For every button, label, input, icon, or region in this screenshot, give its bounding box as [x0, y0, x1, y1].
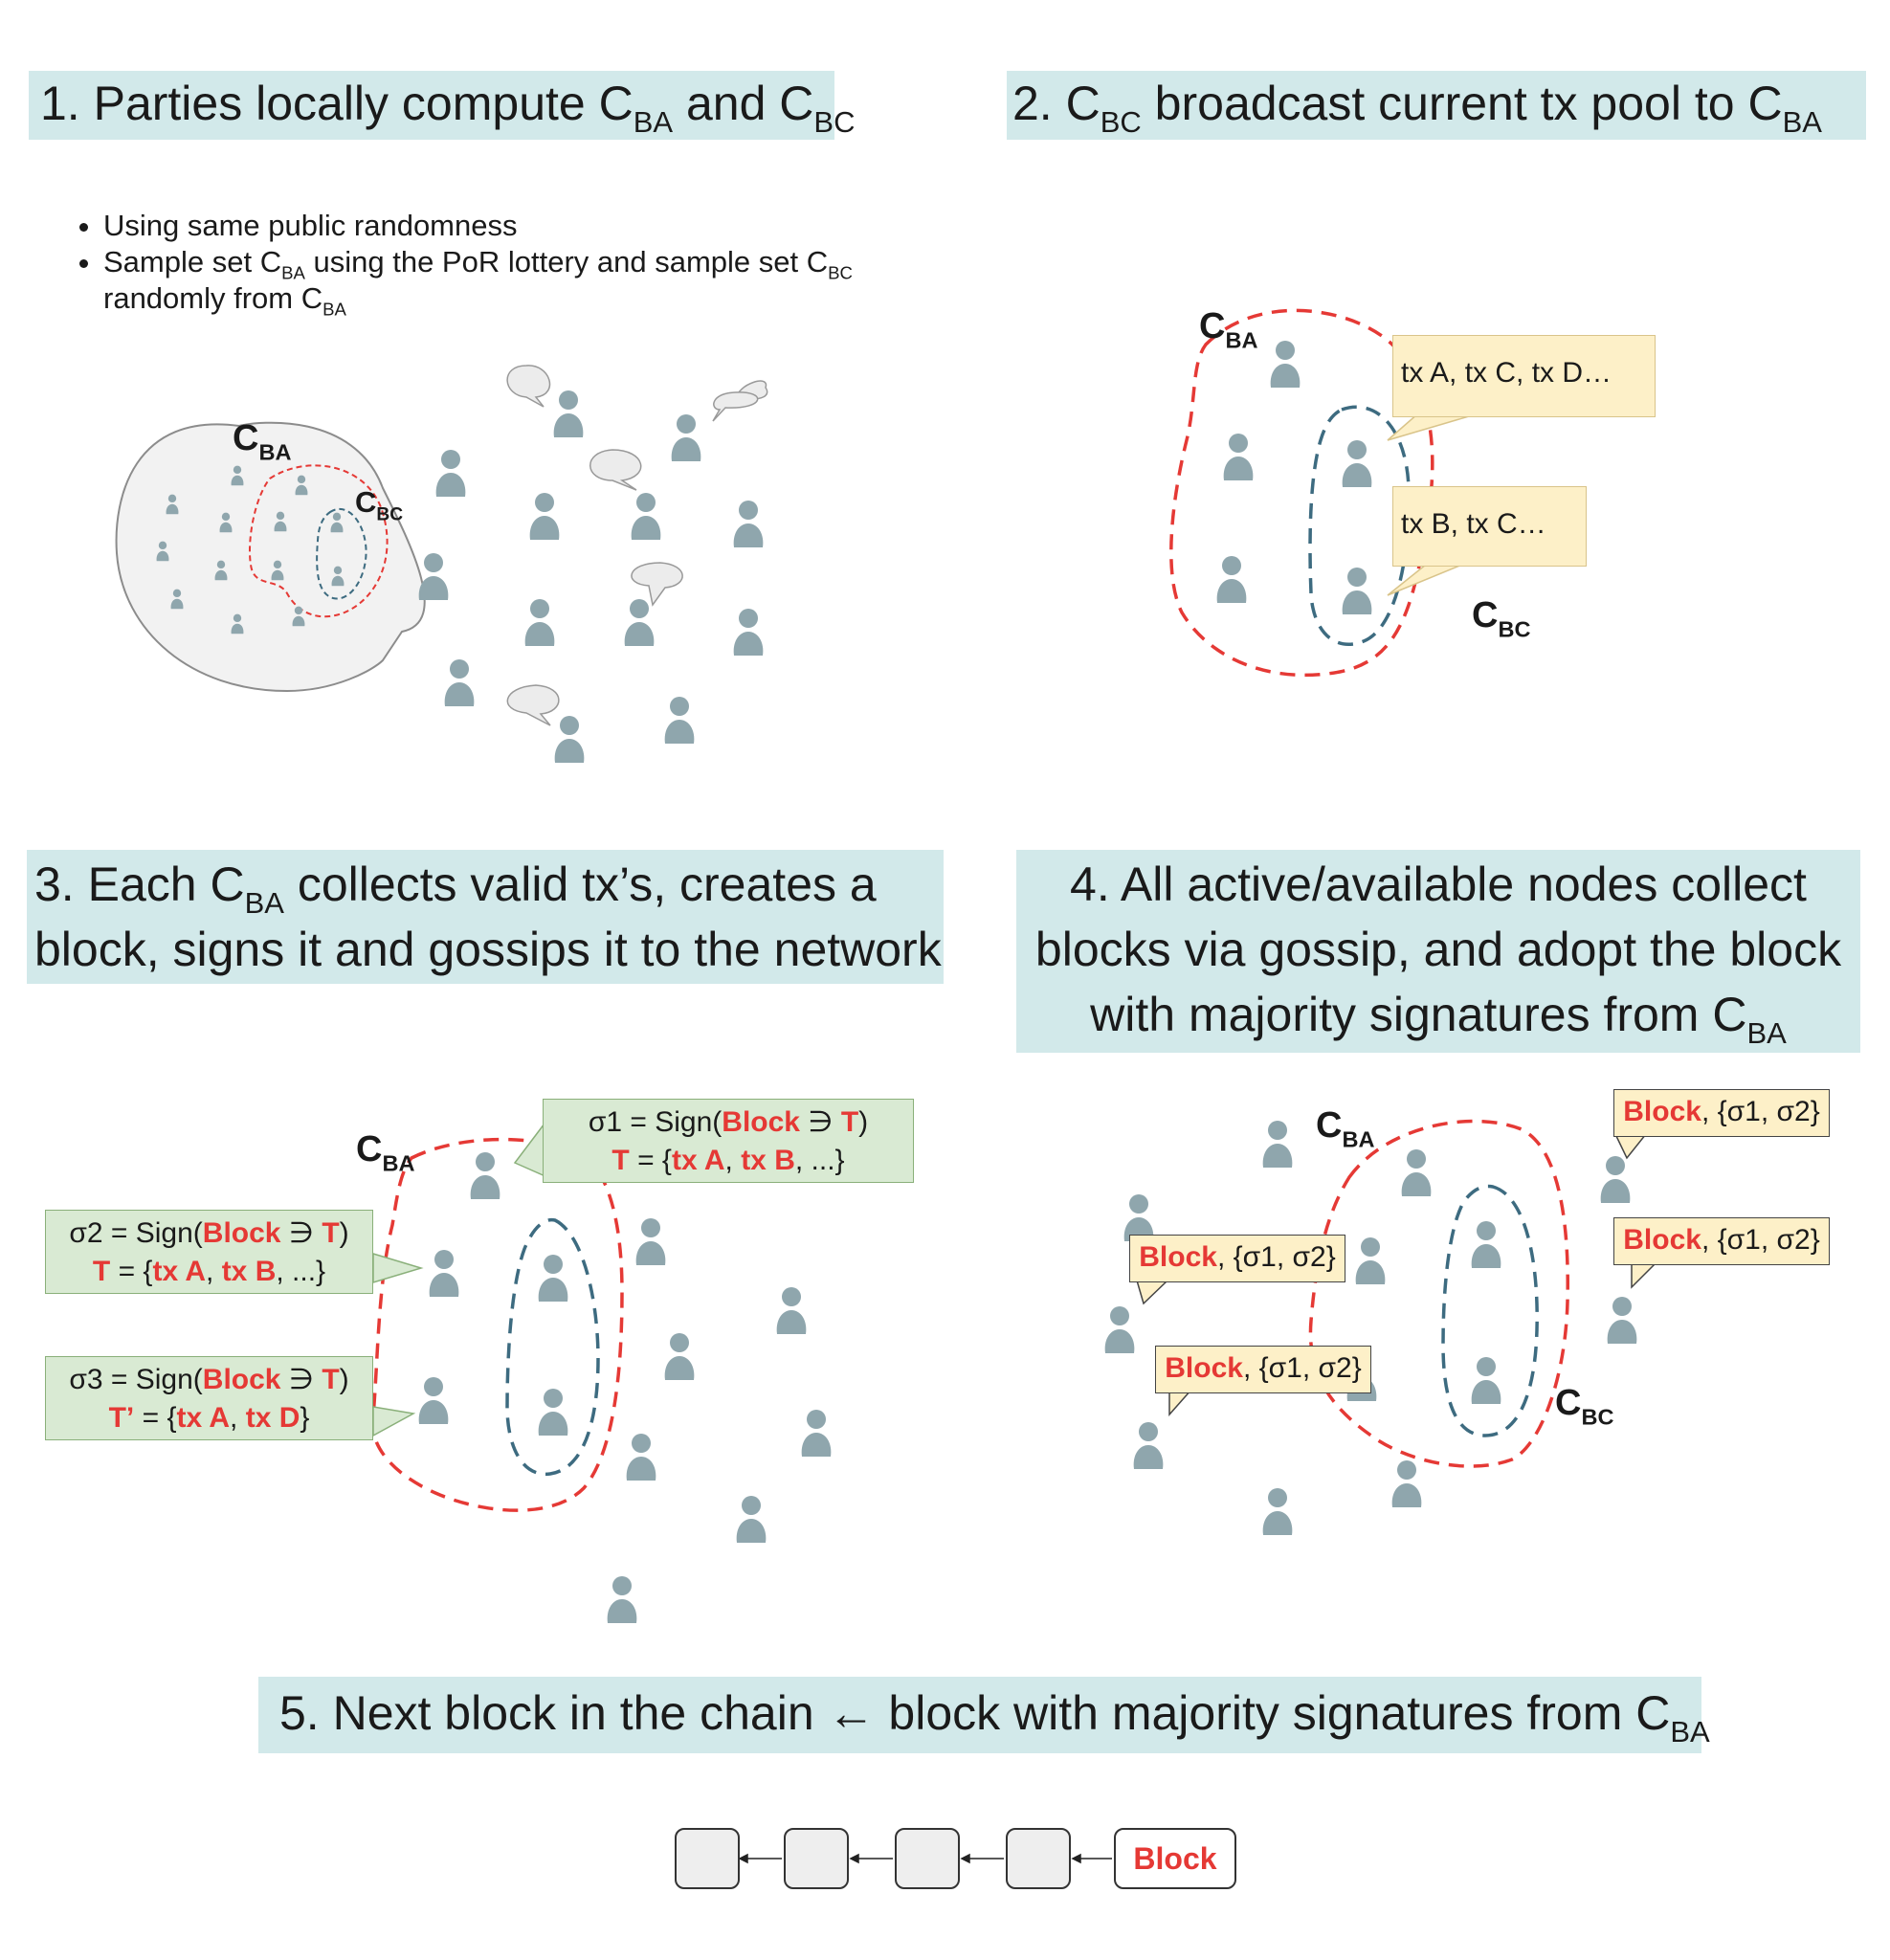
chain-block-2 [784, 1828, 849, 1889]
label-c-bc-p4: CBC [1555, 1383, 1614, 1430]
bc-loop-small [316, 507, 367, 600]
ba-loop-panel4 [1308, 1119, 1569, 1468]
local-compute-bubble [115, 421, 426, 693]
signature-callout-3: σ3 = Sign(Block ∋ T) T’ = {tx A, tx D} [45, 1356, 373, 1440]
p4-tail-2 [1136, 1280, 1169, 1305]
label-c-ba-p2: CBA [1199, 306, 1258, 353]
signature-callout-2: σ2 = Sign(Block ∋ T) T = {tx A, tx B, ..… [45, 1210, 373, 1294]
bullet-public-randomness: Using same public randomness [103, 208, 965, 244]
label-c-ba-p4: CBA [1316, 1105, 1375, 1152]
block-callout-1: Block, {σ1, σ2} [1613, 1089, 1830, 1137]
step-1-header: 1. Parties locally compute CBA and CBC [29, 71, 855, 140]
panel1-people [418, 390, 764, 763]
signature-callout-1: σ1 = Sign(Block ∋ T) T = {tx A, tx B, ..… [543, 1099, 914, 1183]
step-2-header: 2. CBC broadcast current tx pool to CBA [1007, 71, 1866, 140]
bc-loop-panel3 [505, 1217, 600, 1476]
p4-tail-3 [1631, 1262, 1657, 1289]
chain-block-3 [895, 1828, 960, 1889]
gossip-bubbles [506, 365, 768, 726]
block-callout-2: Block, {σ1, σ2} [1129, 1235, 1345, 1282]
label-c-bc-p1: CBC [355, 485, 404, 525]
block-callout-3: Block, {σ1, σ2} [1613, 1217, 1830, 1265]
chain-block-4 [1006, 1828, 1071, 1889]
bc-loop-panel4 [1441, 1184, 1539, 1437]
chain-block-new: Block [1114, 1828, 1236, 1889]
tx-pool-callout-2: tx B, tx C… [1392, 486, 1587, 567]
sig3-tail [372, 1406, 416, 1437]
bc-loop-panel2 [1308, 405, 1411, 647]
p4-tail-1 [1613, 1133, 1648, 1160]
label-c-ba-p1: CBA [233, 418, 292, 465]
panel3-people [418, 1152, 832, 1623]
block-callout-4: Block, {σ1, σ2} [1155, 1346, 1371, 1393]
step-1-bullets: Using same public randomness Sample set … [67, 208, 965, 318]
step-5-header: 5. Next block in the chain ← block with … [258, 1677, 1710, 1753]
ba-loop-small [249, 464, 389, 618]
label-c-ba-p3: CBA [356, 1129, 415, 1176]
bullet-sample-sets: Sample set CBA using the PoR lottery and… [103, 244, 965, 318]
sig2-tail [372, 1252, 424, 1284]
panel2-people [1216, 341, 1372, 614]
chain-block-1 [675, 1828, 740, 1889]
label-c-bc-p2: CBC [1472, 595, 1531, 642]
chain-arrows [738, 1853, 1112, 1864]
step-3-header: 3. Each CBA collects valid tx’s, creates… [27, 850, 944, 984]
tx-pool-callout-1: tx A, tx C, tx D… [1392, 335, 1656, 417]
